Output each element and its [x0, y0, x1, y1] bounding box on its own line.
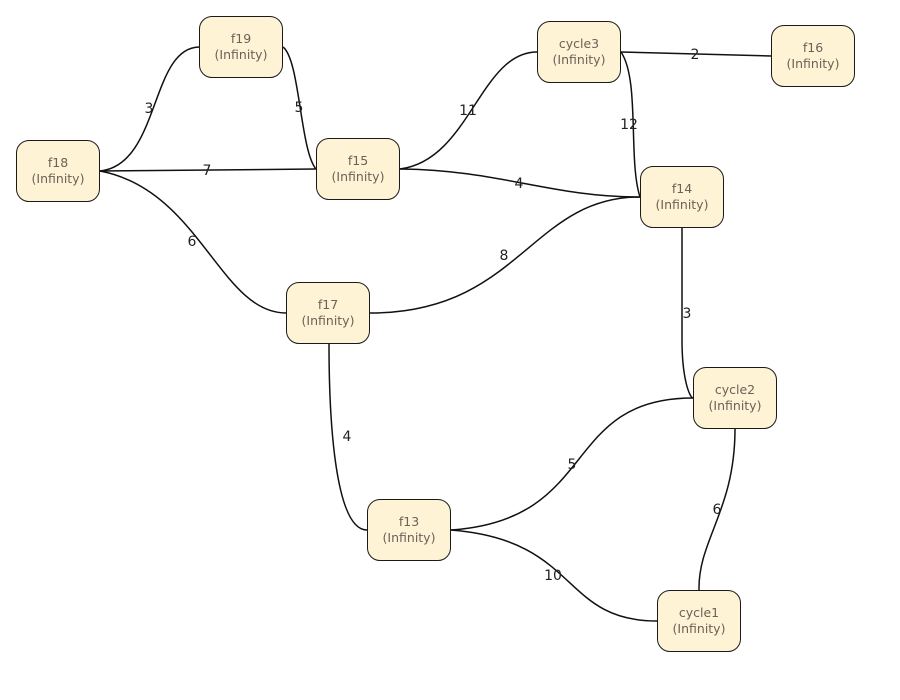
node-label: f16: [802, 40, 824, 55]
node-cycle3[interactable]: cycle3 (Infinity): [537, 21, 621, 83]
edge-cycle3-f14: [620, 51, 641, 198]
edge-cycle2-cycle1: [698, 428, 736, 591]
edge-weight-f19-f15: 5: [294, 100, 304, 116]
node-label: f18: [47, 155, 69, 170]
edge-cycle3-f16: [620, 51, 772, 57]
node-label: f17: [317, 297, 339, 312]
edge-weight-f18-f15: 7: [202, 163, 212, 179]
edge-f15-cycle3: [399, 51, 538, 170]
node-label: cycle1: [678, 605, 720, 620]
node-distance: (Infinity): [655, 197, 709, 212]
node-distance: (Infinity): [382, 530, 436, 545]
node-label: cycle2: [714, 382, 756, 397]
edges-layer: [99, 46, 772, 622]
node-cycle1[interactable]: cycle1 (Infinity): [657, 590, 741, 652]
node-distance: (Infinity): [672, 621, 726, 636]
node-f14[interactable]: f14 (Infinity): [640, 166, 724, 228]
node-f16[interactable]: f16 (Infinity): [771, 25, 855, 87]
edge-f15-f14: [399, 168, 641, 198]
edge-weight-f15-cycle3: 11: [459, 103, 477, 119]
edge-weight-cycle3-f14: 12: [620, 117, 638, 133]
node-distance: (Infinity): [301, 313, 355, 328]
node-label: cycle3: [558, 36, 600, 51]
node-distance: (Infinity): [708, 398, 762, 413]
node-label: f13: [398, 514, 420, 529]
edge-weight-f13-cycle1: 10: [544, 568, 562, 584]
node-distance: (Infinity): [786, 56, 840, 71]
edge-weight-f14-cycle2: 3: [682, 306, 692, 322]
node-f17[interactable]: f17 (Infinity): [286, 282, 370, 344]
edge-weight-f18-f17: 6: [187, 234, 197, 250]
node-f19[interactable]: f19 (Infinity): [199, 16, 283, 78]
edge-f17-f13: [328, 343, 368, 531]
node-label: f19: [230, 31, 252, 46]
edge-weight-f18-f19: 3: [144, 101, 154, 117]
edge-weight-f17-f13: 4: [342, 429, 352, 445]
edge-f19-f15: [282, 46, 317, 170]
edge-f18-f17: [99, 170, 287, 314]
node-distance: (Infinity): [552, 52, 606, 67]
edge-f17-f14: [369, 196, 641, 314]
node-f15[interactable]: f15 (Infinity): [316, 138, 400, 200]
edge-weight-cycle2-cycle1: 6: [712, 502, 722, 518]
edge-f13-cycle1: [450, 529, 658, 622]
node-cycle2[interactable]: cycle2 (Infinity): [693, 367, 777, 429]
node-distance: (Infinity): [331, 169, 385, 184]
node-distance: (Infinity): [214, 47, 268, 62]
edge-f18-f19: [99, 46, 200, 172]
edge-weight-f13-cycle2: 5: [567, 457, 577, 473]
node-label: f15: [347, 153, 369, 168]
node-label: f14: [671, 181, 693, 196]
edge-weight-f15-f14: 4: [514, 176, 524, 192]
edge-weight-f17-f14: 8: [499, 248, 509, 264]
edge-weight-cycle3-f16: 2: [690, 47, 700, 63]
edge-f18-f15: [99, 168, 317, 172]
node-f18[interactable]: f18 (Infinity): [16, 140, 100, 202]
edge-f13-cycle2: [450, 397, 694, 531]
node-distance: (Infinity): [31, 171, 85, 186]
node-f13[interactable]: f13 (Infinity): [367, 499, 451, 561]
